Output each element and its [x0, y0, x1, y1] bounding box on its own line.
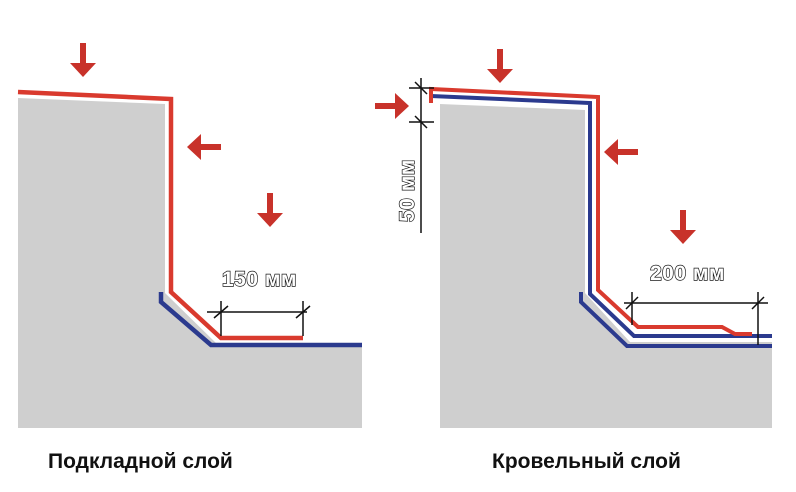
left-dimension-label: 150 мм [222, 268, 297, 291]
left-dimension-150: 150 мм [207, 267, 311, 336]
arrow-down-icon [487, 49, 513, 83]
left-underlay-layer-line [17, 89, 303, 341]
right-dimension-200: 200 мм [624, 261, 768, 345]
left-panel: 150 мм [17, 43, 362, 428]
arrow-down-icon [670, 210, 696, 244]
arrow-left-icon [604, 139, 638, 165]
right-roofing-layer-inner [579, 292, 772, 348]
right-dimension-label: 200 мм [650, 262, 725, 285]
right-roofing-layer-outer [430, 94, 772, 338]
left-roofing-layer-line [158, 292, 362, 348]
right-dimension-50: 50 мм [395, 78, 434, 233]
arrow-down-icon [70, 43, 96, 77]
arrow-down-icon [257, 193, 283, 227]
right-panel: 50 мм 200 мм [375, 49, 772, 428]
left-panel-caption: Подкладной слой [48, 450, 233, 473]
right-panel-caption: Кровельный слой [492, 450, 681, 473]
arrow-left-icon [375, 93, 409, 119]
right-underlay-layer-line [429, 86, 752, 336]
right-vertical-dimension-label: 50 мм [396, 159, 419, 222]
arrow-left-icon [187, 134, 221, 160]
